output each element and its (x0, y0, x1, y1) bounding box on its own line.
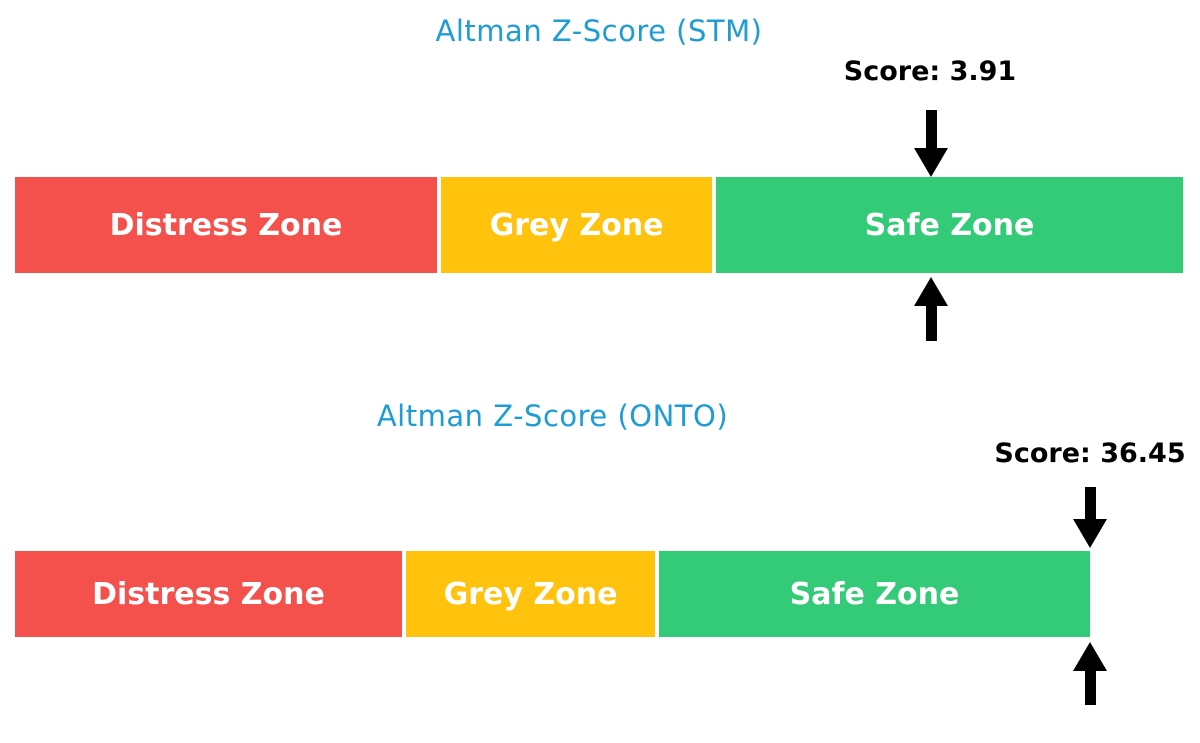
zone-label: Safe Zone (789, 576, 960, 612)
chart1-score-up-arrow-icon (914, 277, 948, 341)
arrow-stem (1084, 671, 1096, 705)
chart2-score-up-arrow-icon (1073, 642, 1107, 705)
chart1-grey-zone-segment: Grey Zone (441, 177, 712, 273)
chart2-score-down-arrow-icon (1073, 487, 1107, 548)
chart1-title: Altman Z-Score (STM) (435, 14, 763, 48)
zone-label: Distress Zone (109, 207, 343, 243)
chart2-safe-zone-segment: Safe Zone (659, 551, 1090, 637)
arrow-stem (1084, 487, 1096, 519)
arrow-stem (925, 110, 937, 148)
chart2-grey-zone-segment: Grey Zone (406, 551, 655, 637)
chart1-score-down-arrow-icon (914, 110, 948, 177)
chart2-score-label: Score: 36.45 (994, 438, 1186, 469)
arrow-head-down (1073, 519, 1107, 548)
chart2-title: Altman Z-Score (ONTO) (376, 399, 729, 433)
arrow-head-down (914, 148, 948, 177)
chart1-score-label: Score: 3.91 (843, 56, 1017, 87)
zone-label: Distress Zone (92, 576, 325, 612)
chart1-safe-zone-segment: Safe Zone (716, 177, 1183, 273)
chart2-distress-zone-segment: Distress Zone (15, 551, 402, 637)
arrow-head-up (1073, 642, 1107, 671)
chart1-distress-zone-segment: Distress Zone (15, 177, 437, 273)
chart1-zone-bar: Distress Zone Grey Zone Safe Zone (15, 177, 1183, 273)
zone-label: Grey Zone (443, 576, 618, 612)
zone-label: Safe Zone (864, 207, 1035, 243)
arrow-head-up (914, 277, 948, 306)
chart2-zone-bar: Distress Zone Grey Zone Safe Zone (15, 551, 1090, 637)
arrow-stem (925, 306, 937, 341)
zone-label: Grey Zone (489, 207, 664, 243)
